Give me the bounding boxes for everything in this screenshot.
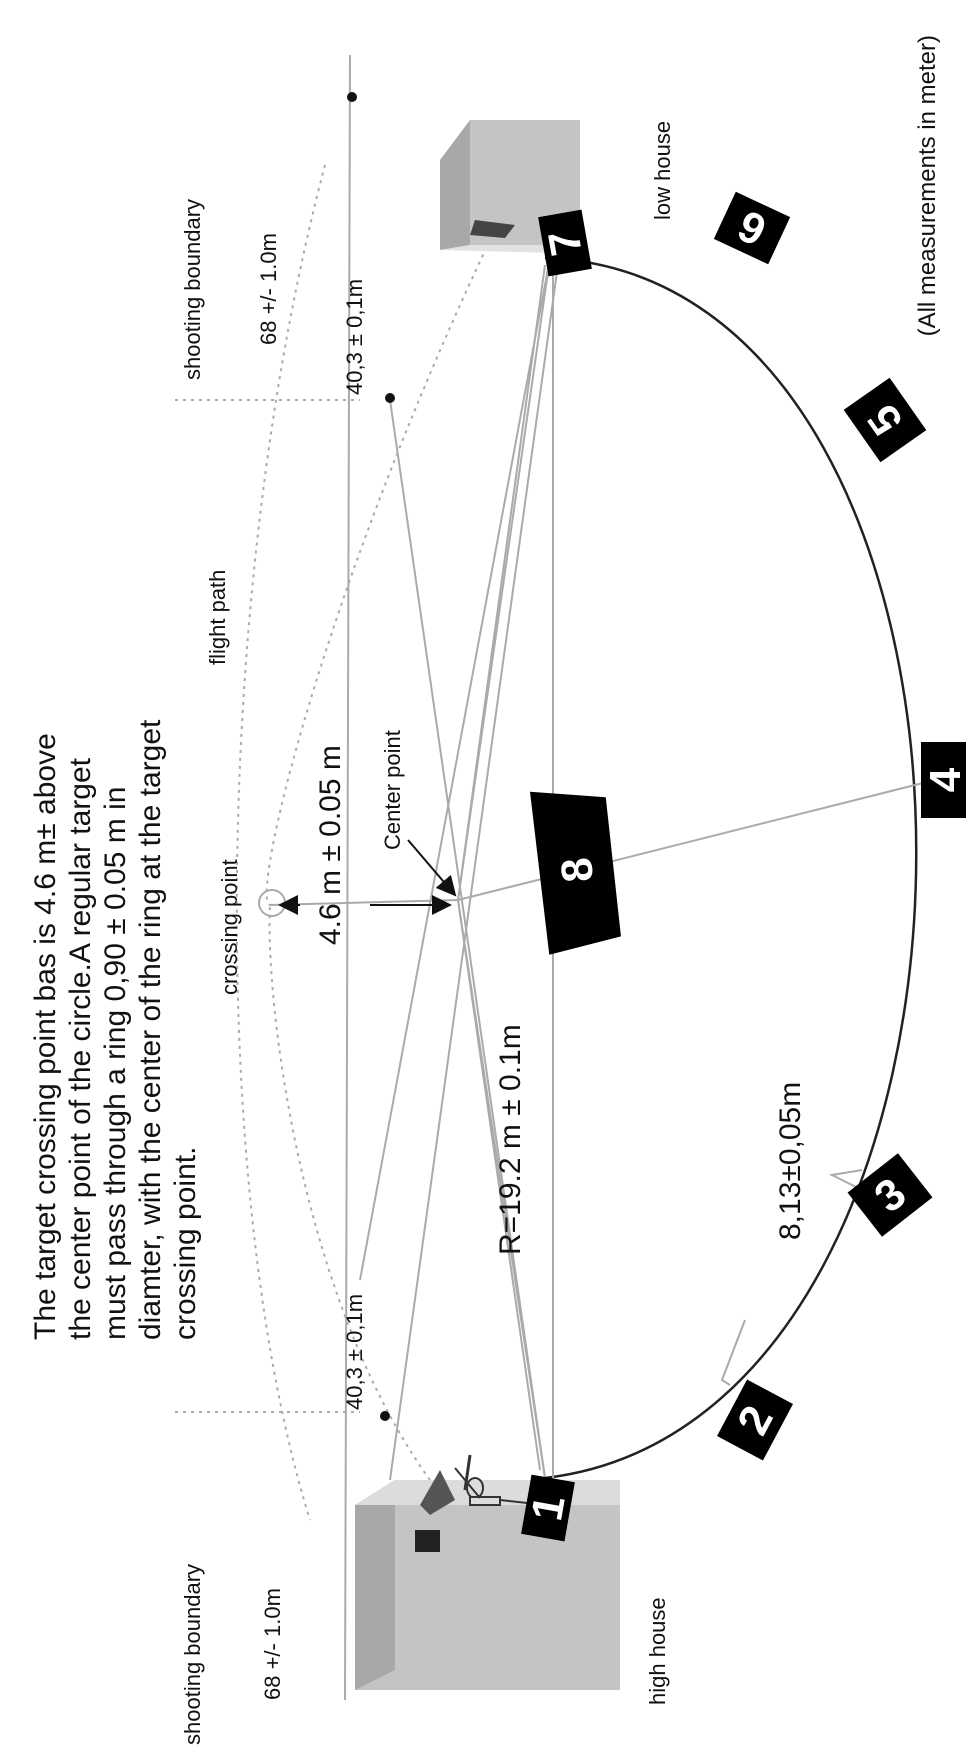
measurements-note: (All measurements in meter) (914, 35, 941, 336)
svg-text:must pass through a ring 0,90: must pass through a ring 0,90 ± 0.05 m i… (99, 787, 132, 1340)
chord-label: 8,13±0,05m (774, 1082, 807, 1240)
field-semicircle (544, 256, 918, 1480)
svg-text:diamter, with the center of th: diamter, with the center of the ring at … (134, 719, 167, 1340)
boundary-dist-top-label: 68 +/- 1.0m (256, 233, 281, 345)
house-dist-bottom-label: 40,3 ± 0,1m (342, 1294, 367, 1410)
station-2: 2 (717, 1379, 793, 1461)
shooting-boundary-bottom-label: shooting boundary (180, 1564, 205, 1745)
station-7: 7 (538, 209, 592, 277)
station-3: 3 (847, 1153, 933, 1237)
station-4: 4 (921, 742, 966, 818)
svg-text:4: 4 (921, 767, 966, 792)
crossing-point-label: crossing point (217, 859, 242, 995)
radius-lines (269, 257, 936, 1479)
center-pointer (407, 839, 457, 897)
svg-text:The target crossing point bas: The target crossing point bas is 4.6 m± … (29, 733, 62, 1340)
svg-text:8: 8 (552, 856, 603, 885)
chord-bracket (720, 1319, 746, 1386)
station-1: 1 (521, 1474, 575, 1542)
description-text: The target crossing point bas is 4.6 m± … (29, 719, 202, 1340)
house-dist-top-label: 40,3 ± 0,1m (342, 279, 367, 395)
high-house-label: high house (645, 1597, 670, 1705)
low-house-label: low house (650, 121, 675, 220)
center-point-label: Center point (380, 730, 405, 850)
low-house (440, 120, 580, 253)
station-6: 6 (713, 191, 791, 265)
shooting-lines (344, 54, 561, 1701)
shooter-figure (454, 1454, 546, 1506)
radius-label: R=19.2 m ± 0.1m (494, 1024, 527, 1255)
flight-paths (175, 164, 491, 1521)
boundary-dist-bottom-label: 68 +/- 1.0m (260, 1588, 285, 1700)
chord-bracket-top (828, 1169, 863, 1191)
station-8: 8 (530, 791, 621, 955)
shooting-boundary-top-label: shooting boundary (180, 199, 205, 380)
svg-text:the center point of the circle: the center point of the circle.A regular… (64, 757, 97, 1340)
flight-path-label: flight path (205, 570, 230, 665)
crossing-ring (258, 889, 286, 917)
station-5: 5 (843, 377, 927, 463)
svg-text:crossing point.: crossing point. (169, 1147, 202, 1340)
height-label: 4.6 m ± 0.05 m (314, 745, 347, 945)
